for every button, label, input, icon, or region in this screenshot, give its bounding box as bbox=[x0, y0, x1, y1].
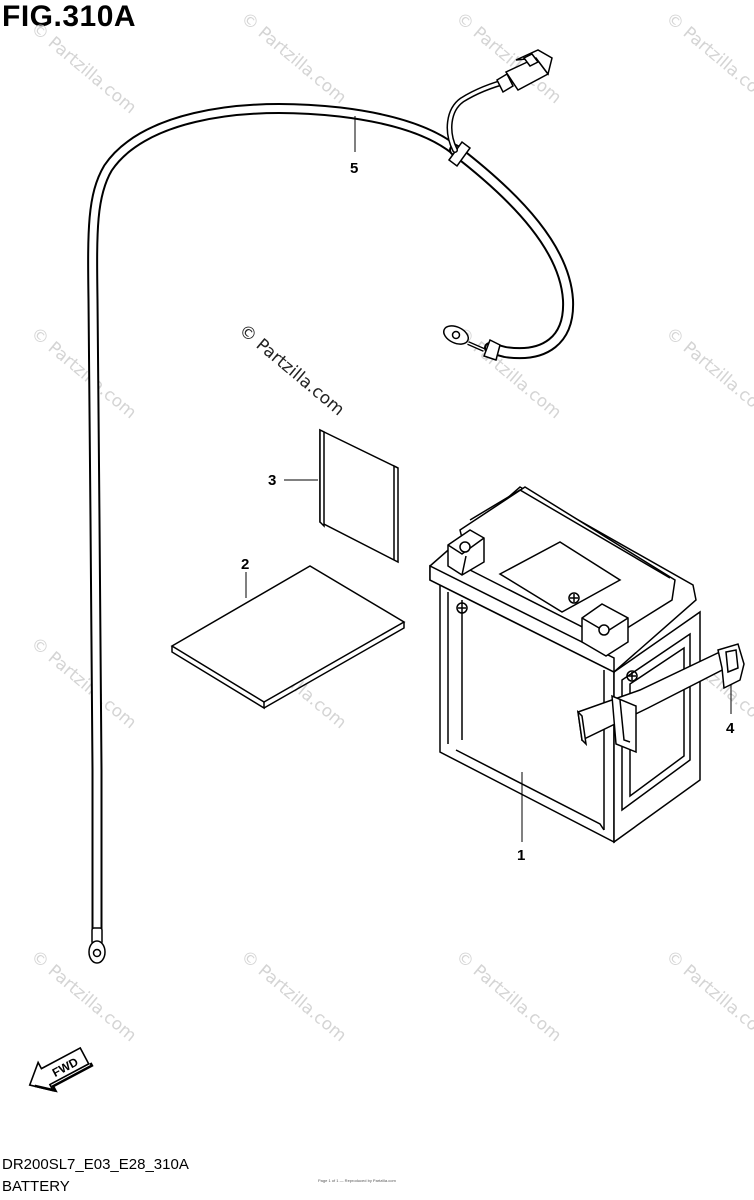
battery-band bbox=[576, 643, 745, 754]
figure-title: FIG.310A bbox=[2, 0, 137, 33]
model-code: DR200SL7_E03_E28_310A bbox=[2, 1156, 189, 1173]
leader-lines bbox=[245, 116, 732, 842]
watermark-text: © Partzilla.com bbox=[27, 19, 140, 119]
section-name: BATTERY bbox=[2, 1178, 70, 1195]
footer-note: Page 1 of 1 — Reproduced by Partzilla.co… bbox=[318, 1178, 396, 1183]
callout-label-5: 5 bbox=[350, 160, 358, 177]
fwd-arrow: FWD bbox=[28, 1046, 94, 1093]
cable-connector bbox=[496, 49, 553, 94]
battery-cable bbox=[87, 77, 575, 944]
watermark-text: © Partzilla.com bbox=[237, 947, 350, 1047]
watermark-text: © Partzilla.com bbox=[662, 947, 754, 1047]
watermark-text: © Partzilla.com bbox=[452, 947, 565, 1047]
watermark-text: © Partzilla.com bbox=[662, 324, 754, 424]
watermark-text: © Partzilla.com bbox=[235, 321, 348, 421]
battery bbox=[429, 486, 701, 844]
label-sheet bbox=[319, 428, 399, 564]
cable-ring-terminal bbox=[88, 927, 106, 964]
callout-label-2: 2 bbox=[241, 556, 249, 573]
callout-label-3: 3 bbox=[268, 472, 276, 489]
watermark-text: © Partzilla.com bbox=[27, 324, 140, 424]
callout-label-4: 4 bbox=[726, 720, 735, 737]
watermark-text: © Partzilla.com bbox=[237, 9, 350, 109]
cable-ring-terminal bbox=[442, 325, 501, 361]
watermark-text: © Partzilla.com bbox=[662, 9, 754, 109]
watermark-text: © Partzilla.com bbox=[27, 947, 140, 1047]
manual-sheet bbox=[170, 565, 406, 710]
watermark-text: © Partzilla.com bbox=[27, 634, 140, 734]
callout-label-1: 1 bbox=[517, 847, 525, 864]
